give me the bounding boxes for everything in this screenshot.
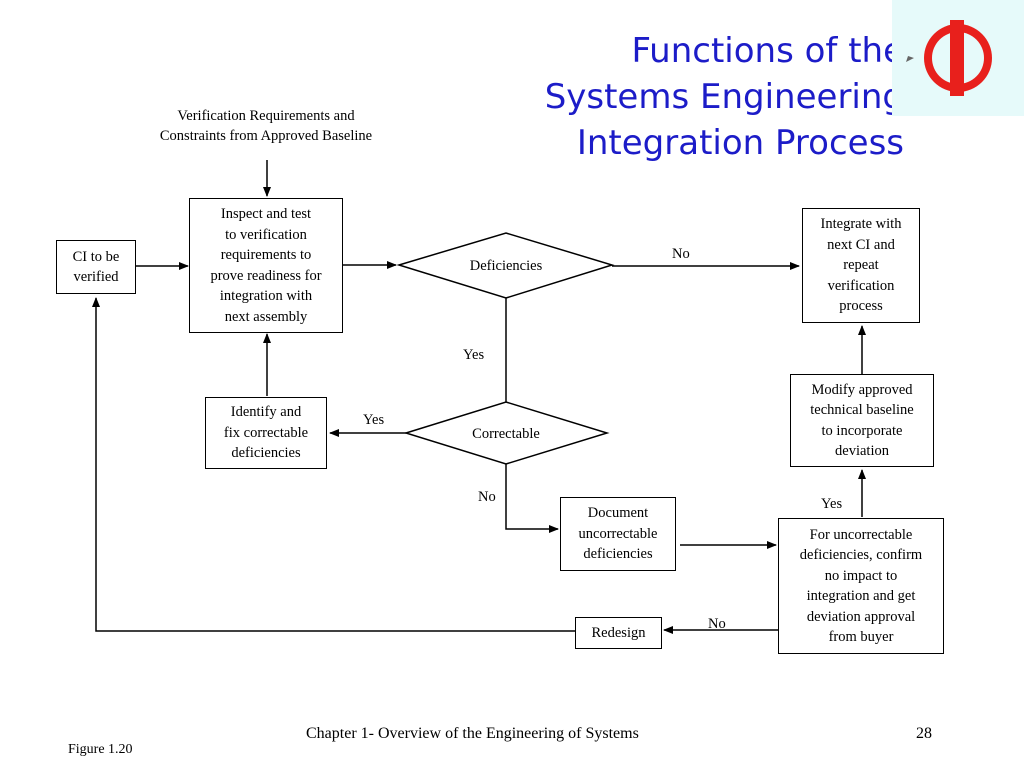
uncorrectable-line-6: from buyer	[828, 629, 894, 645]
ci-box-line-1: CI to be	[72, 248, 120, 265]
page-number: 28	[916, 725, 932, 742]
correctable-diamond	[403, 401, 610, 465]
yes-label-right: Yes	[821, 496, 843, 512]
identify-line-2: fix correctable	[223, 424, 309, 441]
inspect-line-1: Inspect and test	[220, 206, 312, 222]
document-line-2: uncorrectable	[578, 525, 658, 542]
modify-line-4: deviation	[835, 443, 889, 459]
integrate-next-ci-box: Integrate with next CI and repeat verifi…	[802, 208, 920, 323]
yes-label-mid: Yes	[463, 347, 485, 363]
chapter-footer: Chapter 1- Overview of the Engineering o…	[306, 725, 639, 742]
uncorrectable-line-3: no impact to	[824, 567, 898, 584]
uncorrectable-line-1: For uncorrectable	[809, 526, 913, 543]
uncorrectable-line-2: deficiencies, confirm	[799, 547, 923, 563]
uncorrectable-line-4: integration and get	[806, 588, 916, 604]
modify-line-1: Modify approved	[811, 381, 913, 398]
inspect-line-3: requirements to	[220, 247, 312, 263]
title-line-2: Systems Engineering	[544, 77, 904, 117]
no-label-mid: No	[478, 489, 496, 505]
integrate-line-5: process	[839, 298, 883, 315]
yes-label-left: Yes	[363, 412, 385, 428]
input-note-line-1: Verification Requirements and	[177, 108, 355, 124]
ci-to-be-verified-box: CI to be verified	[56, 240, 136, 294]
integrate-line-1: Integrate with	[820, 216, 902, 233]
identify-fix-box: Identify and fix correctable deficiencie…	[205, 397, 327, 469]
integrate-line-3: repeat	[843, 257, 879, 274]
modify-line-3: to incorporate	[821, 422, 903, 439]
no-label-top: No	[672, 246, 690, 262]
logo-panel	[892, 0, 1024, 116]
integrate-line-4: verification	[827, 277, 895, 294]
modify-line-2: technical baseline	[810, 402, 914, 418]
university-logo-icon	[906, 20, 992, 96]
ci-box-line-2: verified	[73, 269, 119, 285]
inspect-line-4: prove readiness for	[210, 267, 322, 284]
figure-caption: Figure 1.20	[68, 742, 133, 757]
document-line-1: Document	[587, 505, 649, 522]
correctable-label: Correctable	[472, 426, 540, 442]
uncorrectable-line-5: deviation approval	[806, 608, 916, 625]
identify-line-1: Identify and	[230, 404, 302, 421]
deficiencies-diamond	[396, 232, 615, 299]
inspect-line-6: next assembly	[224, 308, 308, 325]
inspect-line-5: integration with	[219, 288, 313, 304]
inspect-line-2: to verification	[225, 226, 307, 243]
arrow-redesign-to-ci	[92, 297, 575, 632]
modify-baseline-box: Modify approved technical baseline to in…	[790, 374, 934, 467]
slide-title: Functions of the Systems Engineering Int…	[484, 28, 904, 166]
title-line-1: Functions of the	[631, 31, 904, 71]
title-line-3: Integration Process	[576, 123, 904, 163]
document-line-3: deficiencies	[583, 546, 653, 563]
input-requirements-note: Verification Requirements and Constraint…	[130, 106, 402, 146]
input-note-line-2: Constraints from Approved Baseline	[159, 128, 373, 144]
deficiencies-label: Deficiencies	[469, 258, 543, 274]
inspect-and-test-box: Inspect and test to verification require…	[189, 198, 343, 333]
redesign-box: Redesign	[575, 617, 662, 649]
arrow-no-to-document	[505, 464, 559, 533]
document-uncorrectable-box: Document uncorrectable deficiencies	[560, 497, 676, 571]
identify-line-3: deficiencies	[231, 445, 301, 462]
uncorrectable-confirm-box: For uncorrectable deficiencies, confirm …	[778, 518, 944, 654]
no-label-bottom: No	[708, 616, 726, 632]
integrate-line-2: next CI and	[827, 236, 895, 253]
